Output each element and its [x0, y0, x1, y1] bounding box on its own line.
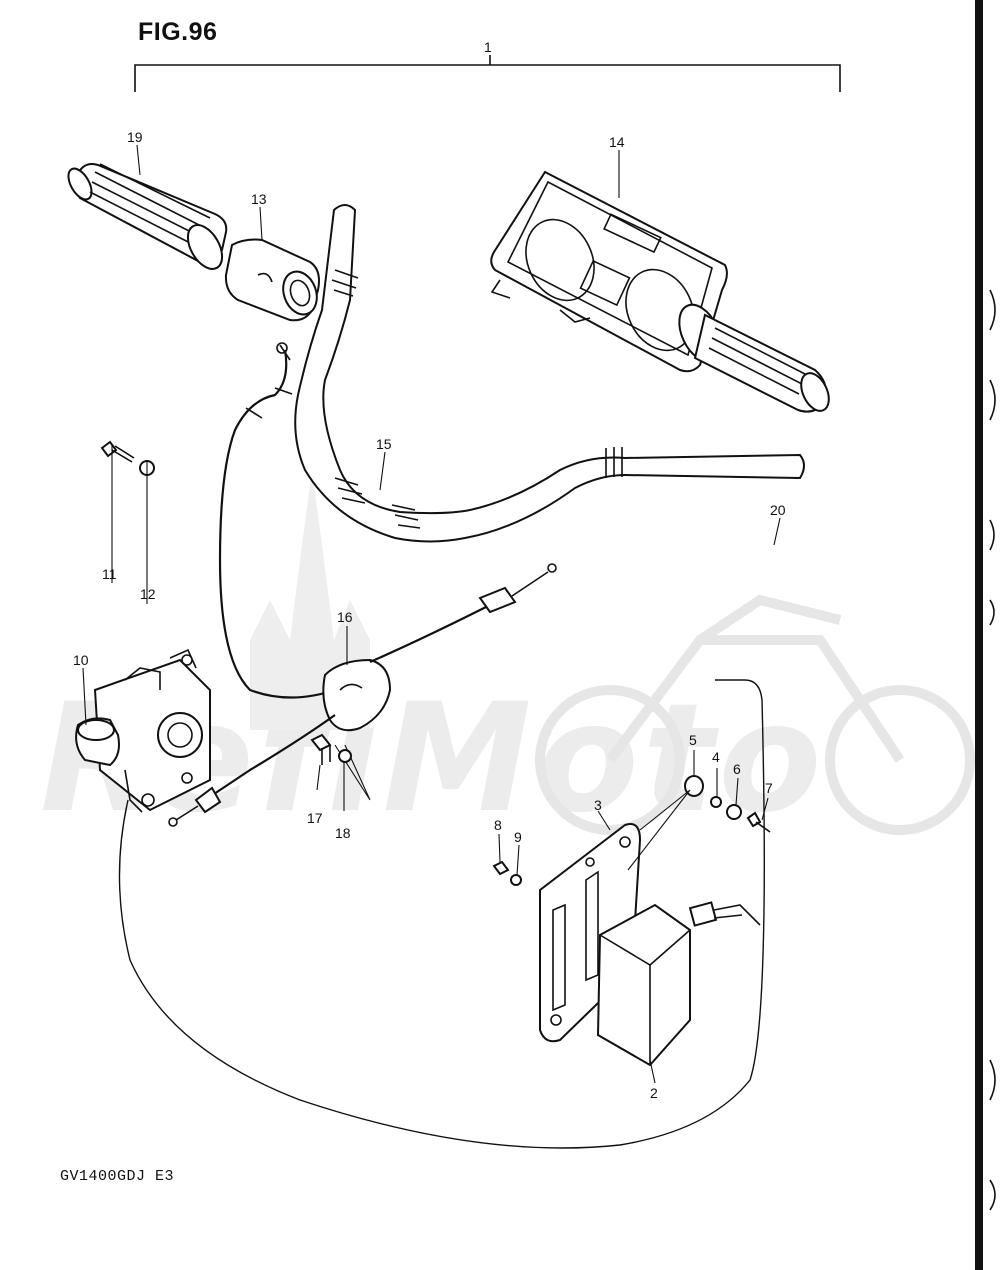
callout-labels: 1 2 3 4 5 6 7 8 9 10 11 12 13 14 15 16 1… [73, 39, 786, 1101]
callout-20: 20 [770, 502, 786, 518]
callout-19: 19 [127, 129, 143, 145]
callout-3: 3 [594, 797, 602, 813]
callout-12: 12 [140, 586, 156, 602]
page-edge-bar [975, 0, 983, 1270]
handlebar[interactable] [294, 204, 805, 543]
callout-2: 2 [650, 1085, 658, 1101]
left-grip[interactable] [64, 163, 229, 275]
collar-4[interactable] [710, 796, 722, 808]
callout-6: 6 [733, 761, 741, 777]
bolt-11[interactable] [100, 440, 135, 463]
screw-7[interactable] [746, 811, 771, 833]
callout-13: 13 [251, 191, 267, 207]
throttle-cable[interactable] [218, 342, 336, 699]
right-grip[interactable] [671, 298, 834, 415]
hardware-leader [627, 789, 691, 871]
callout-1: 1 [484, 39, 492, 55]
callout-8: 8 [494, 817, 502, 833]
bolt-17[interactable] [310, 733, 332, 765]
cable-junction[interactable] [168, 563, 557, 827]
callout-9: 9 [514, 829, 522, 845]
callout-leaders [82, 144, 781, 1084]
callout-7: 7 [765, 780, 773, 796]
callout-14: 14 [609, 134, 625, 150]
callout-5: 5 [689, 732, 697, 748]
washer-9[interactable] [510, 874, 522, 886]
callout-15: 15 [376, 436, 392, 452]
model-code: GV1400GDJ E3 [60, 1168, 175, 1185]
page-edge-fragments [989, 289, 996, 1211]
callout-4: 4 [712, 749, 720, 765]
figure-title: FIG.96 [138, 18, 218, 46]
nut-8[interactable] [492, 860, 510, 876]
throttle-housing[interactable] [224, 238, 323, 322]
callout-10: 10 [73, 652, 89, 668]
washer-18[interactable] [338, 749, 352, 763]
callout-18: 18 [335, 825, 351, 841]
control-unit[interactable] [596, 901, 761, 1067]
actuator-unit[interactable] [75, 648, 211, 813]
callout-11: 11 [102, 566, 117, 582]
actuator-wire[interactable] [118, 679, 765, 1149]
callout-17: 17 [307, 810, 323, 826]
meter-case[interactable] [490, 170, 728, 373]
callout-16: 16 [337, 609, 353, 625]
washer-6[interactable] [726, 804, 742, 820]
assembly-bracket [134, 55, 841, 92]
